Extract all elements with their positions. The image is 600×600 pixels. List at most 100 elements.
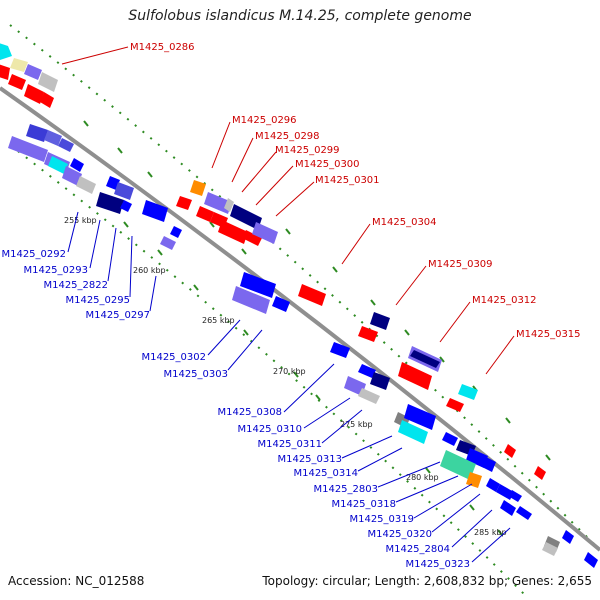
gene-label: M1425_0301	[315, 175, 380, 186]
gene-label: M1425_2804	[385, 544, 450, 555]
gene-block	[218, 220, 248, 244]
gene-block	[370, 312, 390, 330]
gene-block	[500, 500, 516, 516]
gene-block	[96, 192, 124, 214]
gene-block	[142, 200, 168, 222]
gene-block	[298, 284, 326, 306]
gene-label: M1425_2803	[313, 484, 378, 495]
gene-block	[38, 72, 58, 92]
gene-block	[458, 384, 478, 400]
gene-block	[240, 272, 276, 298]
gene-block	[534, 466, 546, 480]
gene-block	[440, 450, 476, 480]
kbp-scale: 255 kbp 260 kbp 265 kbp 270 kbp 275 kbp …	[64, 216, 507, 537]
gene-label: M1425_0303	[163, 369, 228, 380]
gene-label: M1425_0312	[472, 295, 537, 306]
gene-label: M1425_0292	[1, 249, 66, 260]
gene-block	[542, 542, 558, 556]
gene-label: M1425_0308	[217, 407, 282, 418]
gene-block	[76, 176, 96, 194]
gene-block	[242, 230, 262, 246]
gene-label: M1425_0304	[372, 217, 437, 228]
gene-label: M1425_0314	[293, 468, 358, 479]
gene-label: M1425_0297	[85, 310, 150, 321]
gene-block	[410, 350, 440, 368]
gene-block	[272, 296, 290, 312]
gene-block	[160, 236, 176, 250]
gene-label: M1425_0295	[65, 295, 130, 306]
gene-block	[584, 552, 598, 568]
gene-label: M1425_0318	[331, 499, 396, 510]
gene-block	[8, 136, 48, 162]
gene-label: M1425_2822	[43, 280, 108, 291]
gene-block	[398, 420, 428, 444]
gene-label: M1425_0315	[516, 329, 581, 340]
gene-block	[232, 286, 270, 314]
gene-block	[516, 506, 532, 520]
gene-block	[8, 74, 26, 90]
forward-gene-labels: M1425_0286 M1425_0296 M1425_0298 M1425_0…	[130, 42, 581, 340]
kbp-label: 275 kbp	[340, 420, 373, 429]
gene-label: M1425_0323	[405, 559, 470, 570]
gene-label: M1425_0300	[295, 159, 360, 170]
genome-summary: Topology: circular; Length: 2,608,832 bp…	[262, 574, 592, 588]
gene-block	[176, 196, 192, 210]
gene-label: M1425_0319	[349, 514, 414, 525]
inner-guide	[9, 144, 526, 596]
gene-block	[504, 444, 516, 458]
gene-block	[370, 372, 390, 390]
gene-block	[196, 206, 214, 222]
gene-block	[44, 130, 62, 146]
kbp-label: 260 kbp	[133, 266, 166, 275]
gene-label: M1425_0296	[232, 115, 297, 126]
kbp-label: 255 kbp	[64, 216, 97, 225]
gene-block	[358, 364, 376, 378]
gene-block	[70, 158, 84, 172]
gene-label: M1425_0298	[255, 131, 320, 142]
map-title: Sulfolobus islandicus M.14.25, complete …	[128, 8, 472, 24]
gene-label: M1425_0293	[23, 265, 88, 276]
gene-block	[40, 92, 54, 108]
genome-backbone	[0, 86, 600, 552]
gene-block	[170, 226, 182, 238]
gene-block	[62, 166, 82, 186]
gene-block	[114, 182, 134, 200]
gene-label: M1425_0302	[141, 352, 206, 363]
gene-label: M1425_0313	[277, 454, 342, 465]
gene-block	[398, 362, 432, 390]
gene-block	[24, 64, 42, 80]
gene-block	[508, 490, 522, 502]
gene-block	[446, 398, 464, 412]
gene-label: M1425_0311	[257, 439, 322, 450]
gene-block	[10, 58, 28, 72]
gene-block	[486, 478, 500, 492]
gene-block	[24, 84, 44, 104]
kbp-label: 265 kbp	[202, 316, 235, 325]
reverse-gene-labels: M1425_0292 M1425_0293 M1425_2822 M1425_0…	[1, 249, 470, 570]
gene-block	[358, 388, 380, 404]
gene-block	[190, 180, 206, 196]
gene-block	[330, 342, 350, 358]
gene-block	[358, 326, 378, 342]
gene-block	[48, 156, 68, 174]
gene-block	[480, 456, 496, 472]
gene-block	[404, 404, 436, 430]
gene-block	[230, 204, 262, 230]
kbp-label: 285 kbp	[474, 528, 507, 537]
gene-label: M1425_0320	[367, 529, 432, 540]
gene-block	[0, 64, 10, 80]
reverse-leaders	[67, 211, 511, 563]
gene-block	[0, 43, 12, 60]
gene-label: M1425_0309	[428, 259, 493, 270]
gene-label: M1425_0310	[237, 424, 302, 435]
gene-block	[224, 198, 234, 212]
gene-block	[58, 138, 74, 152]
gene-label: M1425_0286	[130, 42, 195, 53]
forward-leaders	[61, 46, 515, 375]
gene-blocks	[0, 43, 598, 568]
gene-block	[466, 472, 482, 488]
kbp-label: 270 kbp	[273, 367, 306, 376]
gene-block	[562, 530, 574, 544]
gene-block	[252, 222, 278, 244]
